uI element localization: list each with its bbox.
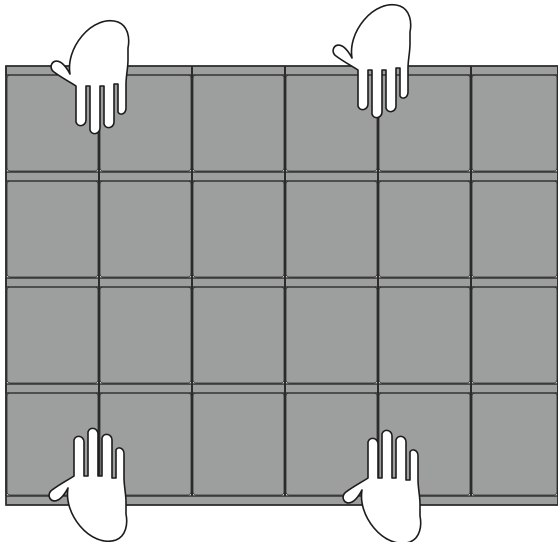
tile-cell xyxy=(6,286,99,384)
tile-cell xyxy=(285,180,378,278)
tile-grid xyxy=(5,65,558,506)
tile-cell xyxy=(192,74,285,172)
grid-band xyxy=(5,383,558,394)
tile-cell xyxy=(378,286,471,384)
tile-cell xyxy=(99,286,192,384)
tile-cell xyxy=(192,392,285,496)
grid-band xyxy=(5,277,558,288)
grid-border xyxy=(5,65,558,506)
grid-band xyxy=(5,171,558,182)
tile-cell xyxy=(471,286,558,384)
tile-cell xyxy=(378,180,471,278)
tile-cell xyxy=(192,286,285,384)
tile-cell xyxy=(471,180,558,278)
tile-cell xyxy=(6,180,99,278)
tile-cell xyxy=(285,392,378,496)
tile-cell xyxy=(99,180,192,278)
tile-cell xyxy=(285,286,378,384)
tile-cell xyxy=(471,74,558,172)
tile-cell xyxy=(471,392,558,496)
tile-cell xyxy=(192,180,285,278)
